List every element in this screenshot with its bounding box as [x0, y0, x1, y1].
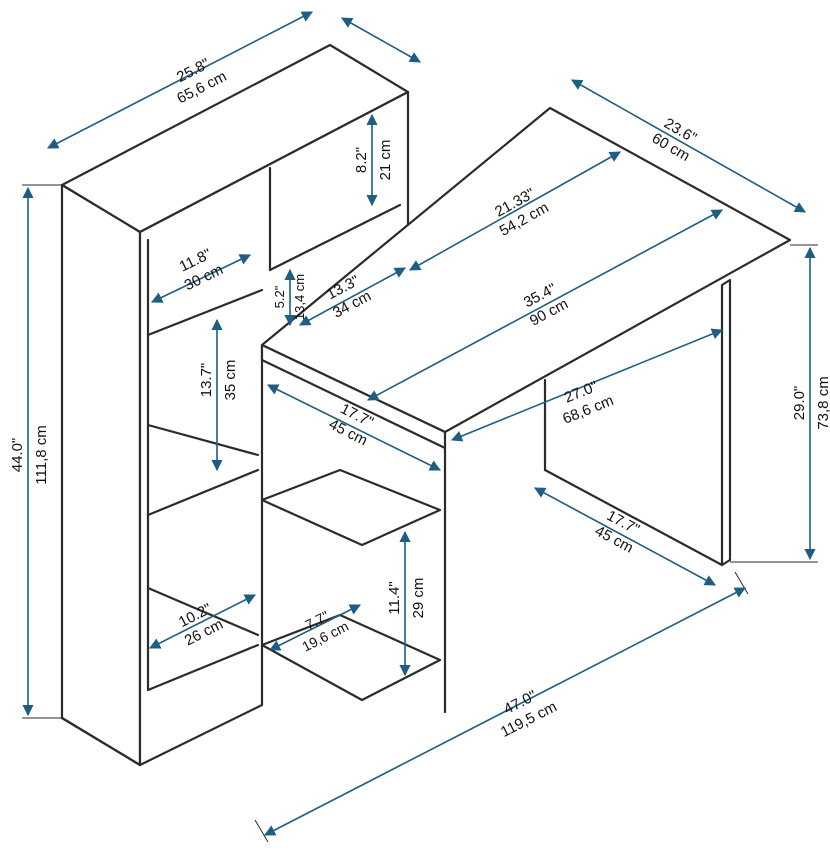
- desk-height-in: 29.0": [791, 386, 808, 421]
- dimension-lines: [22, 11, 818, 843]
- dim-leg-depth: [534, 487, 716, 586]
- dim-desk-depth: [266, 384, 442, 471]
- overall-height-cm: 111,8 cm: [33, 425, 50, 484]
- bookcase-left-side: [60, 183, 142, 767]
- bottom-shelf-height-in: 11.4": [386, 581, 403, 614]
- middle-compartment-cm: 35 cm: [222, 360, 239, 401]
- dim-desk-depth-top: [571, 79, 806, 213]
- dim-overall-width: [264, 587, 746, 836]
- dim-desk-width: [367, 209, 723, 401]
- overall-height-in: 44.0": [9, 438, 26, 473]
- side-shelf-upper: [260, 468, 442, 547]
- middle-compartment-in: 13.7": [198, 363, 215, 398]
- shelf-3: [146, 468, 260, 517]
- dim-bookcase-width: [47, 11, 313, 149]
- dim-bottom-compartment: [149, 594, 256, 649]
- dim-bookcase-depth: [341, 17, 421, 63]
- shelf-2: [146, 423, 260, 457]
- side-shelf-lower: [260, 613, 442, 702]
- dim-knee-width: [450, 328, 724, 442]
- back-edge: [60, 716, 142, 767]
- small-gap-in: 5.2": [272, 285, 287, 308]
- small-gap-cm: 13,4 cm: [292, 274, 307, 320]
- desk-height-cm: 73,8 cm: [815, 376, 830, 429]
- top-compartment-in: 8.2": [353, 147, 370, 173]
- top-compartment-cm: 21 cm: [377, 140, 394, 181]
- shelf-5: [146, 643, 260, 692]
- desk-leg-right: [720, 278, 732, 567]
- bottom-shelf-height-cm: 29 cm: [410, 578, 427, 619]
- dim-upper-compartment: [150, 254, 252, 303]
- desk-back-panel-bottom: [543, 468, 724, 567]
